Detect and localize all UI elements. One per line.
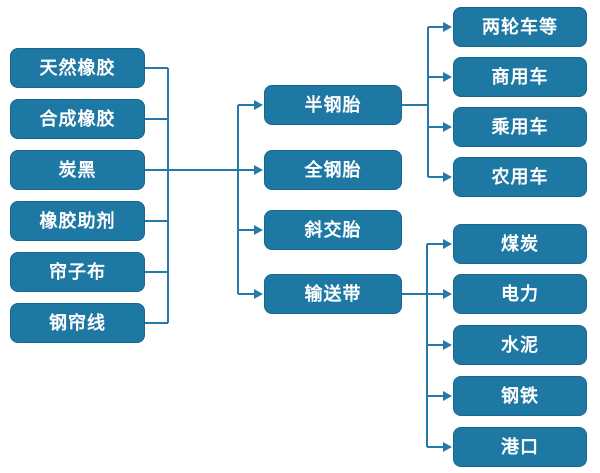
node-bias-tire: 斜交胎 [264,210,402,250]
node-two-wheelers: 两轮车等 [453,7,587,47]
arrowhead [254,165,263,175]
arrowhead [443,239,452,249]
node-agricultural-vehicle: 农用车 [453,157,587,197]
node-electric-power: 电力 [453,274,587,314]
node-cement: 水泥 [453,325,587,365]
node-semi-steel-tire: 半钢胎 [264,85,402,125]
arrowhead [443,340,452,350]
node-steel-cord: 钢帘线 [10,303,145,343]
node-coal: 煤炭 [453,224,587,264]
arrowhead [254,100,263,110]
arrowhead [443,172,452,182]
node-passenger-vehicle: 乘用车 [453,107,587,147]
arrowhead [443,442,452,452]
arrowhead [254,289,263,299]
node-cord-fabric: 帘子布 [10,252,145,292]
arrowhead [443,22,452,32]
midstream-feed-connectors [168,100,263,299]
node-synthetic-rubber: 合成橡胶 [10,99,145,139]
arrowhead [254,225,263,235]
node-rubber-additives: 橡胶助剂 [10,201,145,241]
arrowhead [443,391,452,401]
upstream-connectors [145,67,169,324]
node-natural-rubber: 天然橡胶 [10,48,145,88]
node-commercial-vehicle: 商用车 [453,57,587,97]
arrowhead [443,122,452,132]
node-steel: 钢铁 [453,376,587,416]
node-conveyor-belt: 输送带 [264,274,402,314]
node-carbon-black: 炭黑 [10,150,145,190]
node-all-steel-tire: 全钢胎 [264,150,402,190]
node-port: 港口 [453,427,587,467]
tire-downstream-connectors [402,22,452,182]
arrowhead [443,289,452,299]
arrowhead [443,72,452,82]
belt-downstream-connectors [402,239,452,452]
